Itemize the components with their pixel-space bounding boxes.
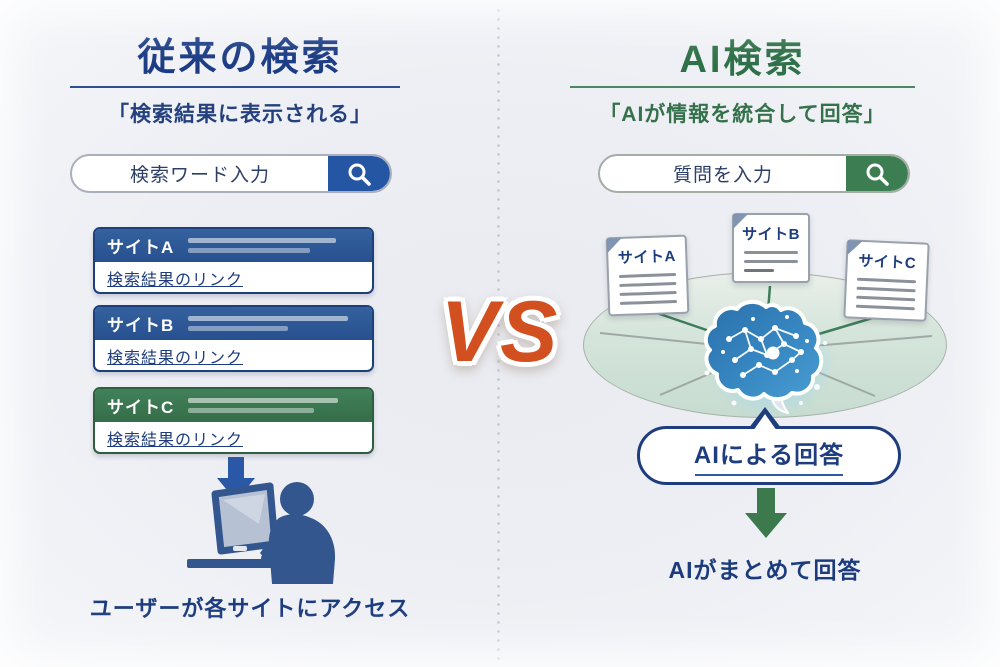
right-title-underline [570, 86, 915, 88]
folded-corner-icon [733, 214, 748, 229]
site-result-card-c: サイトC 検索結果のリンク [93, 387, 374, 454]
ai-answer-text: AIによる回答 [693, 442, 845, 469]
left-caption: ユーザーが各サイトにアクセス [89, 596, 411, 621]
site-name: サイトC [107, 398, 175, 417]
document-text-lines [744, 251, 798, 272]
skeleton-text-lines [188, 238, 360, 253]
skeleton-text-lines [188, 398, 360, 413]
ai-search-subtitle: 「AIが情報を統合して回答」 [599, 103, 886, 126]
question-input: 質問を入力 [672, 165, 773, 186]
search-button-blue [328, 156, 390, 191]
right-caption: AIがまとめて回答 [668, 557, 862, 583]
ai-search-title: AI検索 [679, 39, 806, 81]
source-document-a: サイトA [605, 234, 690, 317]
site-card-body: 検索結果のリンク [95, 422, 372, 452]
traditional-search-subtitle: 「検索結果に表示される」 [108, 103, 372, 126]
document-title: サイトB [742, 226, 800, 243]
down-arrow-green-icon [745, 488, 787, 538]
folded-corner-icon [606, 237, 623, 254]
search-result-link: 検索結果のリンク [107, 350, 244, 367]
search-result-link: 検索結果のリンク [107, 272, 244, 289]
folded-corner-icon [847, 240, 863, 256]
site-result-card-b: サイトB 検索結果のリンク [93, 305, 374, 372]
ai-search-bar: 質問を入力 [598, 154, 910, 193]
site-name: サイトA [107, 238, 175, 257]
document-text-lines [618, 273, 677, 305]
site-card-header: サイトC [95, 389, 372, 422]
site-card-header: サイトB [95, 307, 372, 340]
site-name: サイトB [107, 316, 175, 335]
site-result-card-a: サイトA 検索結果のリンク [93, 227, 374, 294]
ai-brain-icon [703, 300, 827, 414]
traditional-search-bar: 検索ワード入力 [70, 154, 392, 193]
skeleton-text-lines [188, 316, 360, 331]
search-keyword-input: 検索ワード入力 [129, 165, 270, 186]
vs-label: VS [440, 284, 560, 380]
traditional-search-title: 従来の検索 [137, 37, 343, 79]
source-document-c: サイトC [843, 239, 930, 322]
search-button-green [846, 156, 908, 191]
ai-answer-underline [695, 474, 843, 476]
site-card-body: 検索結果のリンク [95, 340, 372, 370]
left-title-underline [70, 86, 400, 88]
site-card-header: サイトA [95, 229, 372, 262]
ai-answer-speech-bubble: AIによる回答 [637, 407, 901, 485]
center-dotted-divider [497, 6, 500, 661]
down-arrow-blue-icon [217, 457, 255, 501]
person-at-computer-icon [187, 482, 336, 584]
document-text-lines [855, 277, 917, 311]
search-icon [866, 163, 889, 186]
search-icon [348, 163, 371, 186]
source-document-b: サイトB [732, 213, 810, 283]
site-card-body: 検索結果のリンク [95, 262, 372, 292]
search-result-link: 検索結果のリンク [107, 432, 244, 449]
